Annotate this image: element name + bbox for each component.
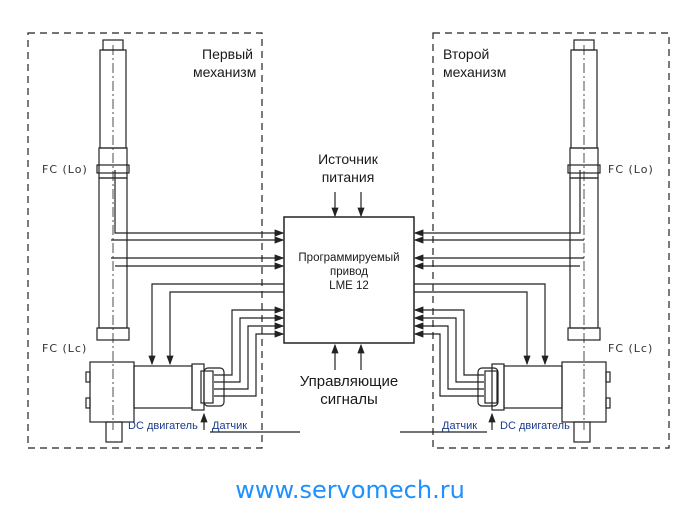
right-title-line1: Второй	[443, 46, 490, 62]
right-sensor-wire-3	[413, 322, 484, 390]
left-wire-1	[114, 170, 285, 237]
right-motor-label: DC двигатель	[500, 420, 570, 432]
controller-line3: LME 12	[329, 280, 369, 292]
left-sensor-label: Датчик	[212, 420, 248, 432]
left-mechanism-title: Первый механизм	[193, 45, 257, 81]
controller-box	[283, 216, 415, 344]
right-sensor-label: Датчик	[442, 420, 478, 432]
right-motor-wire-1	[414, 283, 549, 366]
left-fc-upper-label: FC (Lo)	[42, 163, 88, 176]
left-title-line1: Первый	[202, 46, 253, 62]
right-title-line2: механизм	[443, 64, 507, 80]
left-motor-wire-1	[148, 283, 284, 366]
right-sensor-wire-1	[413, 306, 484, 376]
controller-line1: Программируемый	[298, 252, 400, 264]
left-sensor-wire-4	[214, 330, 285, 397]
controller-line2: привод	[330, 266, 368, 278]
right-actuator	[477, 39, 611, 443]
right-wire-1	[413, 170, 581, 237]
left-sensor-wire-1	[214, 306, 285, 376]
controller-label: Программируемый привод LME 12	[284, 251, 414, 293]
left-title-line2: механизм	[193, 64, 257, 80]
left-fc-lower-label: FC (Lc)	[42, 342, 88, 355]
right-sensor-wire-4	[413, 330, 484, 397]
right-mechanism-title: Второй механизм	[443, 45, 506, 81]
right-fc-upper-label: FC (Lo)	[608, 163, 654, 176]
right-fc-lower-label: FC (Lc)	[608, 342, 654, 355]
left-actuator	[85, 39, 225, 443]
power-line2: питания	[321, 169, 375, 185]
right-motor-wire-2	[414, 291, 531, 366]
control-line1: Управляющие	[299, 373, 399, 390]
left-sensor-wire-3	[214, 322, 285, 390]
power-source-label: Источник питания	[298, 150, 398, 186]
left-motor-label: DC двигатель	[128, 420, 198, 432]
control-line2: сигналы	[320, 391, 378, 408]
power-line1: Источник	[318, 151, 378, 167]
left-motor-wire-2	[166, 291, 284, 366]
control-signals-label: Управляющие сигналы	[284, 373, 414, 409]
website-link[interactable]: www.servomech.ru	[235, 476, 465, 504]
left-sensor-wire-2	[214, 314, 285, 383]
right-sensor-wire-2	[413, 314, 484, 383]
